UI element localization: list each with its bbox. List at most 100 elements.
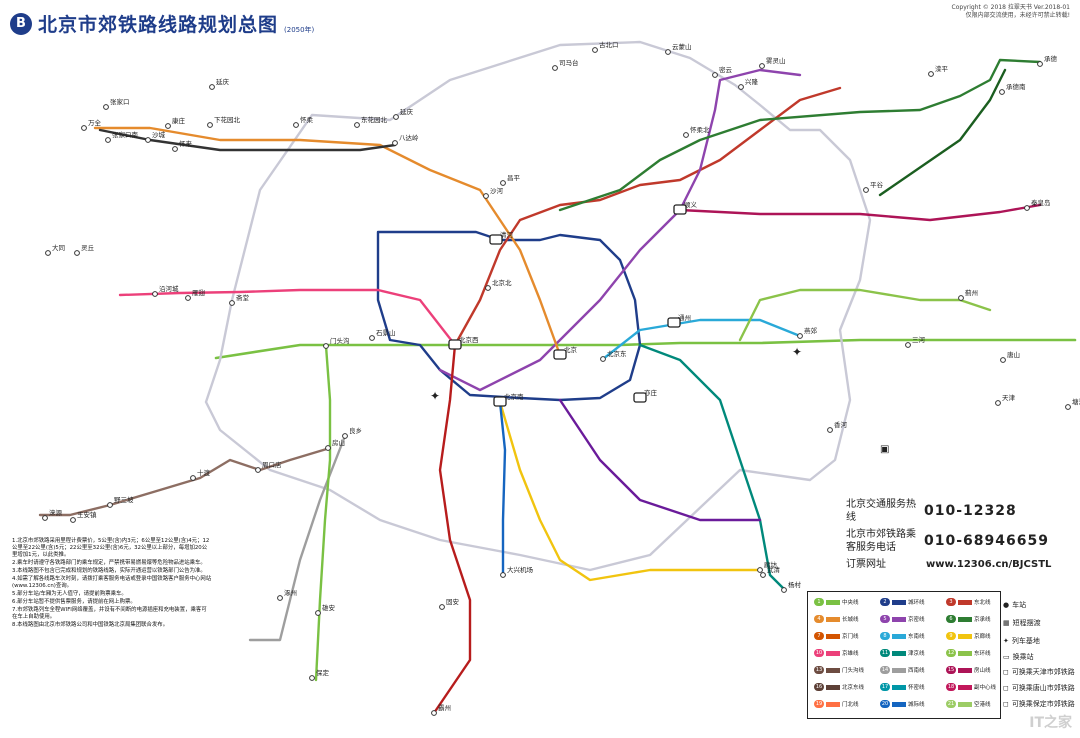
- station[interactable]: 平谷: [863, 180, 884, 193]
- station[interactable]: 沙城: [145, 131, 166, 143]
- station-dot[interactable]: [863, 187, 869, 193]
- station[interactable]: 密云: [712, 65, 733, 78]
- station-dot[interactable]: [309, 675, 315, 681]
- station[interactable]: 廊坊: [757, 560, 778, 573]
- station[interactable]: 兴隆: [738, 77, 759, 90]
- web-url[interactable]: www.12306.cn/BJCSTL: [926, 559, 1052, 570]
- station-dot[interactable]: [592, 47, 598, 53]
- station[interactable]: 张家口: [103, 97, 130, 110]
- station-dot[interactable]: [393, 114, 399, 120]
- station[interactable]: 下花园北: [207, 115, 241, 128]
- station[interactable]: 大兴机场: [500, 565, 534, 578]
- station-dot[interactable]: [369, 335, 375, 341]
- station[interactable]: 燕郊: [797, 326, 818, 339]
- station-dot[interactable]: [1037, 61, 1043, 67]
- station-dot[interactable]: [207, 122, 213, 128]
- station-dot[interactable]: [797, 333, 803, 339]
- station[interactable]: 秦皇岛: [1024, 198, 1051, 211]
- station-dot[interactable]: [255, 467, 261, 473]
- station[interactable]: 沙河: [483, 187, 504, 199]
- station[interactable]: 门头沟: [323, 336, 350, 349]
- station[interactable]: 保定: [309, 668, 330, 681]
- station[interactable]: 怀柔北: [683, 125, 710, 138]
- station[interactable]: 延庆: [393, 107, 414, 120]
- station[interactable]: 周口店: [255, 460, 282, 473]
- station-dot[interactable]: [325, 445, 331, 451]
- station-dot[interactable]: [552, 65, 558, 71]
- station[interactable]: 雾灵山: [759, 56, 786, 69]
- station[interactable]: 滦平: [928, 64, 949, 77]
- station[interactable]: 涞源: [42, 508, 63, 521]
- station[interactable]: 怀柔: [293, 115, 314, 128]
- station-dot[interactable]: [229, 300, 235, 306]
- station[interactable]: 斋堂: [229, 293, 250, 306]
- station[interactable]: 涿州: [277, 589, 297, 601]
- station[interactable]: 东花园北: [354, 115, 388, 128]
- station-dot[interactable]: [315, 610, 321, 616]
- station[interactable]: 康庄: [165, 116, 186, 129]
- station-dot[interactable]: [103, 104, 109, 110]
- station-dot[interactable]: [827, 427, 833, 433]
- station-dot[interactable]: [42, 515, 48, 521]
- station[interactable]: 张家口南: [105, 130, 139, 143]
- station[interactable]: 良乡: [342, 426, 362, 439]
- station-dot[interactable]: [958, 295, 964, 301]
- station[interactable]: 承德: [1037, 54, 1058, 67]
- interchange-beijing[interactable]: [553, 349, 567, 360]
- station-dot[interactable]: [172, 146, 178, 152]
- station[interactable]: 三河: [905, 336, 926, 348]
- station[interactable]: 十渡: [190, 468, 211, 481]
- station-dot[interactable]: [81, 125, 87, 131]
- station[interactable]: 万全: [81, 118, 102, 131]
- station-dot[interactable]: [781, 587, 787, 593]
- station[interactable]: 承德南: [999, 82, 1026, 95]
- station[interactable]: 北京北: [485, 278, 512, 291]
- station[interactable]: 沿河城: [152, 284, 179, 297]
- station-dot[interactable]: [759, 63, 765, 69]
- station[interactable]: 司马台: [552, 58, 579, 71]
- station-dot[interactable]: [277, 595, 283, 601]
- station[interactable]: 香河: [827, 420, 848, 433]
- interchange-qinghe[interactable]: [489, 234, 503, 245]
- station-dot[interactable]: [74, 250, 80, 256]
- station-dot[interactable]: [1000, 357, 1006, 363]
- station-dot[interactable]: [665, 49, 671, 55]
- station[interactable]: 天津: [995, 394, 1016, 406]
- station[interactable]: 霸州: [431, 704, 451, 716]
- station-dot[interactable]: [905, 342, 911, 348]
- station-dot[interactable]: [600, 356, 606, 362]
- station[interactable]: 大同: [45, 243, 65, 256]
- station-dot[interactable]: [995, 400, 1001, 406]
- station[interactable]: 塘沽: [1065, 397, 1080, 410]
- station-dot[interactable]: [439, 604, 445, 610]
- station-dot[interactable]: [738, 84, 744, 90]
- station[interactable]: 房山: [325, 438, 345, 451]
- station-dot[interactable]: [999, 89, 1005, 95]
- station-dot[interactable]: [105, 137, 111, 143]
- station-dot[interactable]: [1065, 404, 1071, 410]
- station[interactable]: 杨村: [781, 580, 802, 593]
- station[interactable]: 怀来: [172, 139, 193, 152]
- station-dot[interactable]: [342, 433, 348, 439]
- station-dot[interactable]: [683, 132, 689, 138]
- station[interactable]: 八达岭: [392, 133, 419, 146]
- station-dot[interactable]: [165, 123, 171, 129]
- station[interactable]: 唐山: [1000, 350, 1020, 363]
- station-dot[interactable]: [757, 567, 763, 573]
- station-dot[interactable]: [431, 710, 437, 716]
- station-dot[interactable]: [323, 343, 329, 349]
- station-dot[interactable]: [293, 122, 299, 128]
- interchange-yizhuang[interactable]: [633, 392, 647, 403]
- interchange-shunyi[interactable]: [673, 204, 687, 215]
- station[interactable]: 武清: [760, 565, 781, 578]
- station[interactable]: 石景山: [369, 328, 396, 341]
- station-dot[interactable]: [485, 285, 491, 291]
- station-dot[interactable]: [190, 475, 196, 481]
- station-dot[interactable]: [483, 193, 489, 199]
- station[interactable]: 王安镇: [70, 510, 97, 523]
- station-dot[interactable]: [392, 140, 398, 146]
- station[interactable]: 昌平: [500, 174, 521, 186]
- station-dot[interactable]: [500, 572, 506, 578]
- station-dot[interactable]: [107, 502, 113, 508]
- station[interactable]: 雁翅: [185, 288, 206, 301]
